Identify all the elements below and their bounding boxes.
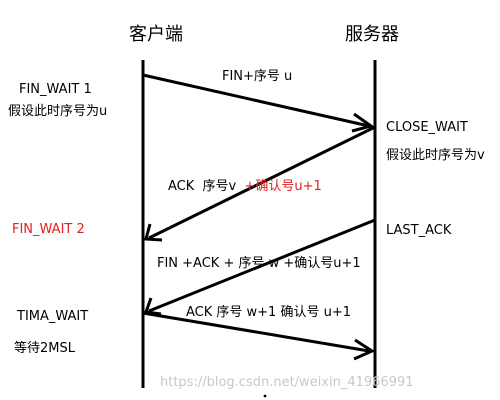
client-state-fin-wait-1-note: 假设此时序号为u	[8, 104, 107, 119]
server-state-close-wait: CLOSE_WAIT	[386, 120, 468, 135]
fin-2-label: FIN +ACK + 序号 w +确认号u+1	[157, 256, 361, 271]
ack-1-label-ackno: +确认号u+1	[245, 179, 322, 194]
ack-2-arrow	[142, 311, 376, 361]
client-state-time-wait-note: 等待2MSL	[14, 340, 76, 356]
ack-1-label: ACK 序号v +确认号u+1	[168, 179, 322, 194]
client-state-fin-wait-2: FIN_WAIT 2	[12, 222, 85, 237]
ack-2-label: ACK 序号 w+1 确认号 u+1	[186, 305, 351, 320]
server-column-title: 服务器	[345, 24, 399, 45]
decorative-dot	[263, 394, 267, 398]
client-state-time-wait: TIMA_WAIT	[16, 309, 88, 324]
ack-1-label-seq: ACK 序号v	[168, 179, 245, 194]
watermark-url: https://blog.csdn.net/weixin_41966991	[160, 375, 414, 390]
client-column-title: 客户端	[129, 24, 183, 45]
ack-1-arrow	[144, 125, 376, 242]
fin-1-label: FIN+序号 u	[222, 69, 292, 84]
client-state-fin-wait-1: FIN_WAIT 1	[19, 82, 92, 97]
server-state-close-wait-note: 假设此时序号为v	[386, 148, 485, 163]
server-state-last-ack: LAST_ACK	[386, 223, 452, 238]
fin-1-arrow	[142, 73, 375, 133]
